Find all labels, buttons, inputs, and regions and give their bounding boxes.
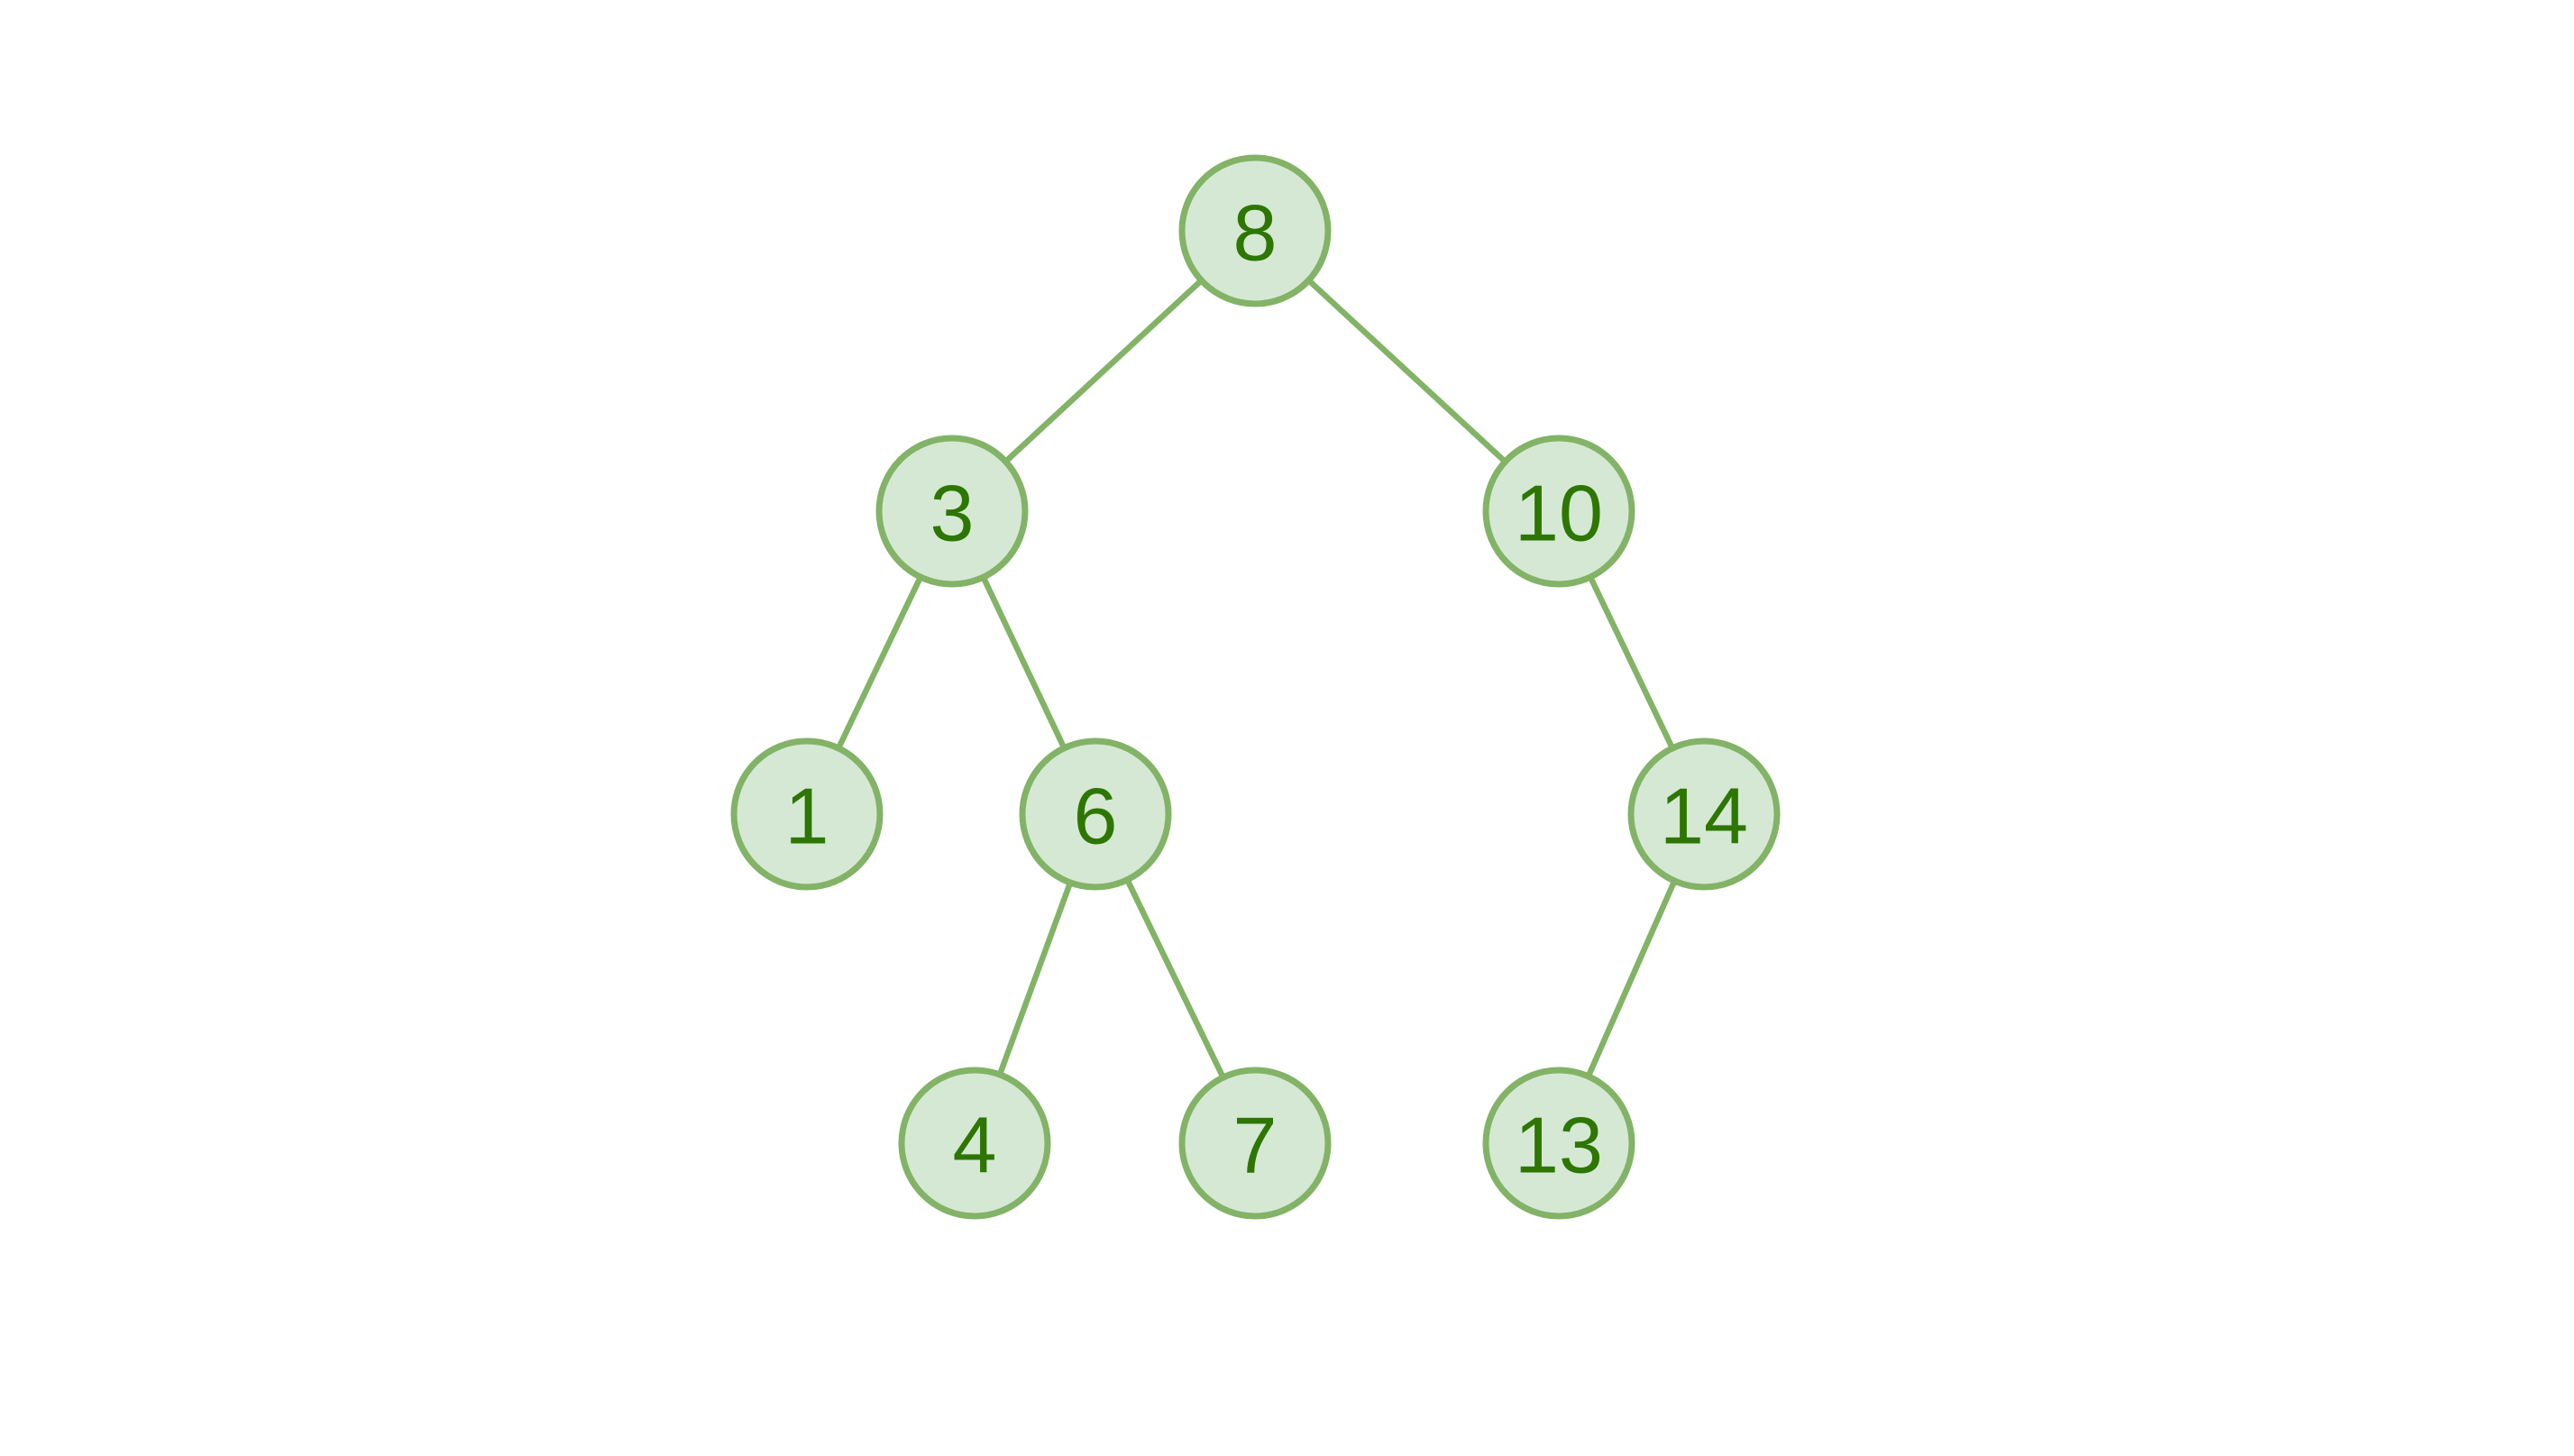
tree-node: 1 <box>730 737 884 891</box>
tree-node: 13 <box>1482 1067 1635 1220</box>
node-circle <box>875 435 1029 588</box>
node-circle <box>1482 1067 1635 1220</box>
node-label: 14 <box>1660 772 1748 861</box>
node-label: 10 <box>1515 469 1603 558</box>
node-label: 4 <box>953 1101 997 1190</box>
node-circle <box>730 737 884 891</box>
tree-node: 14 <box>1627 737 1781 891</box>
node-label: 7 <box>1233 1101 1278 1190</box>
node-label: 6 <box>1074 772 1118 861</box>
node-label: 1 <box>785 772 829 861</box>
node-circle <box>1627 737 1781 891</box>
node-label: 13 <box>1515 1101 1603 1190</box>
tree-node: 3 <box>875 435 1029 588</box>
tree-node: 4 <box>898 1067 1051 1220</box>
tree-node: 6 <box>1019 737 1172 891</box>
node-circle <box>1178 1067 1332 1220</box>
tree-node: 8 <box>1178 154 1332 307</box>
tree-nodes: 8 3 10 1 6 14 4 7 13 <box>730 154 1781 1220</box>
node-circle <box>898 1067 1051 1220</box>
node-label: 3 <box>930 469 975 558</box>
node-circle <box>1482 435 1635 588</box>
tree-node: 7 <box>1178 1067 1332 1220</box>
node-circle <box>1178 154 1332 307</box>
node-label: 8 <box>1233 188 1278 278</box>
node-circle <box>1019 737 1172 891</box>
tree-node: 10 <box>1482 435 1635 588</box>
